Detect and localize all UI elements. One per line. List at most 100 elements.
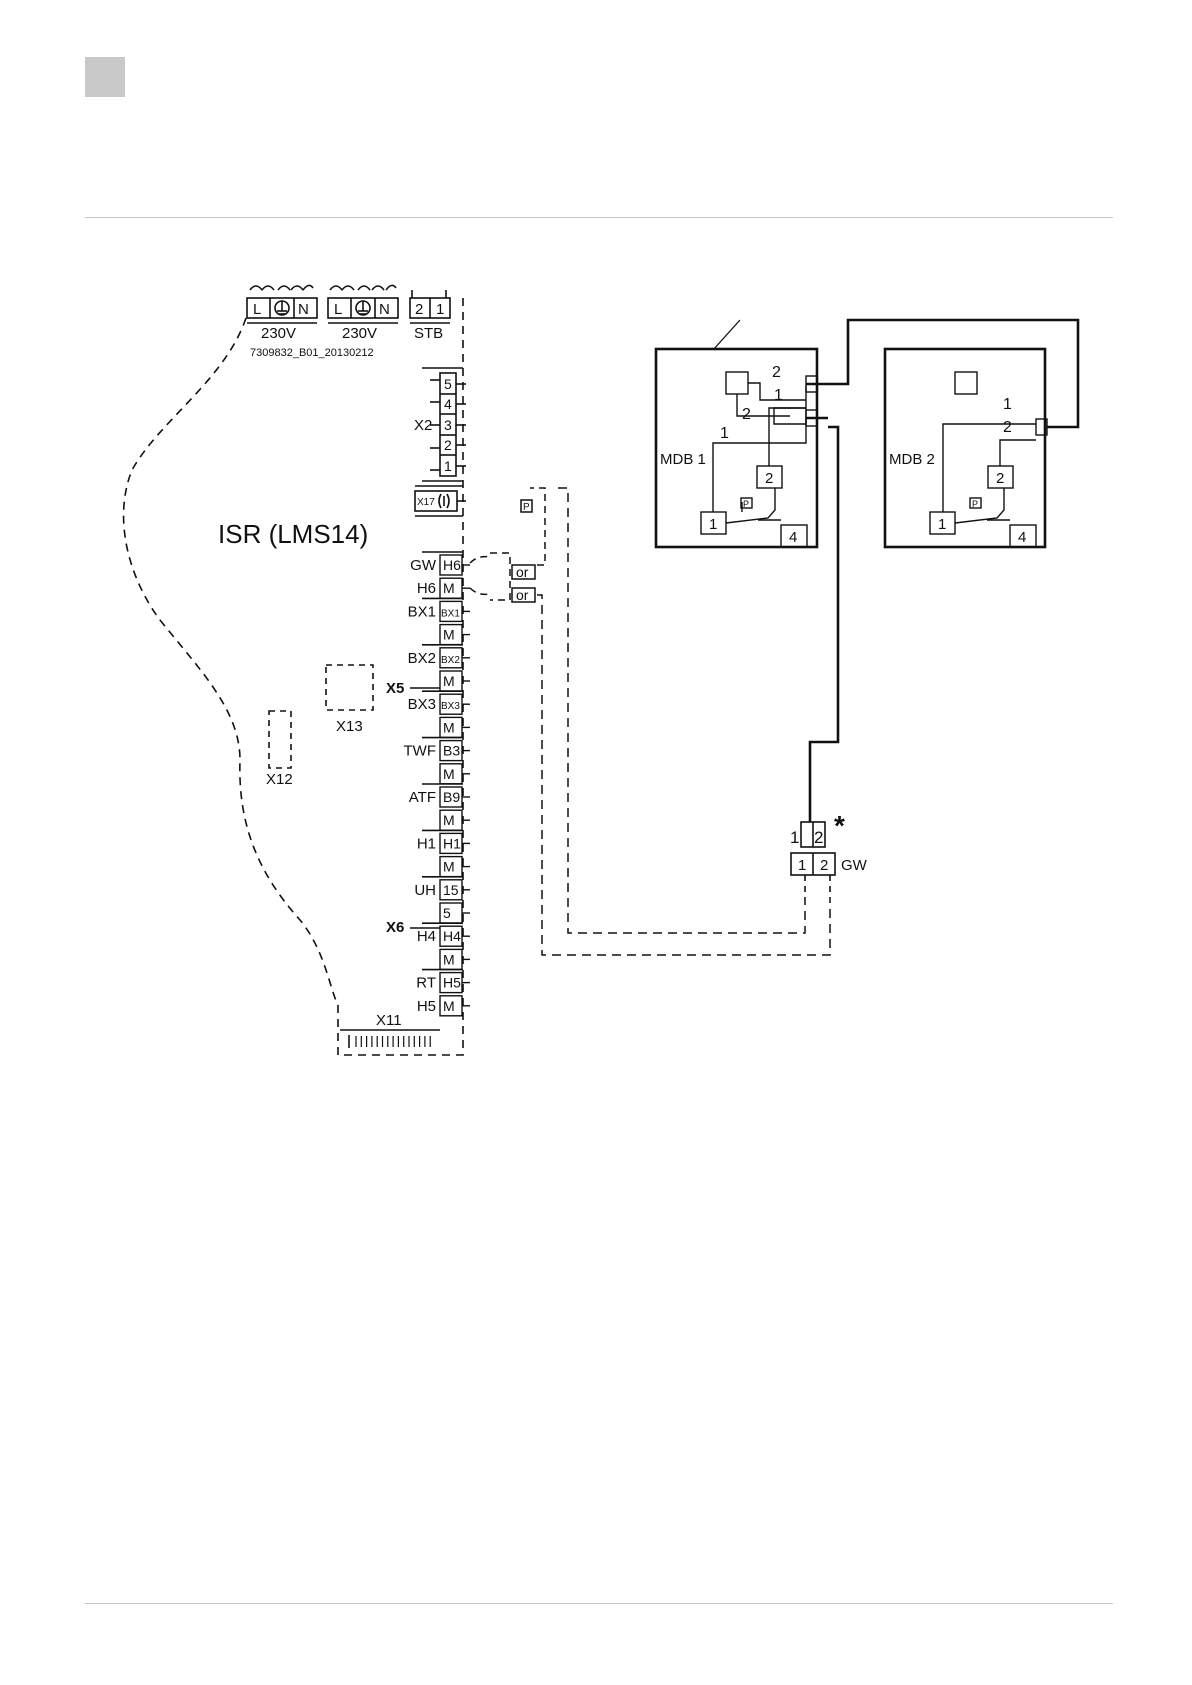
connector-name: H4 (417, 928, 436, 945)
pin-label: M (443, 998, 455, 1014)
x2-label: X2 (414, 417, 432, 434)
mains-right-pin-l: L (334, 301, 342, 318)
x12-label: X12 (266, 771, 293, 788)
pin-label: M (443, 673, 455, 689)
group-labels: X5 X6 X11 X12 X13 (266, 680, 404, 1029)
x11-connector (340, 1030, 440, 1048)
pin-label: M (443, 859, 455, 875)
pin-label: H1 (443, 835, 461, 851)
bus-mdb1-to-mdb2 (828, 320, 1078, 427)
pin-label: 15 (443, 882, 459, 898)
mains-left-pin-n: N (298, 301, 309, 318)
connector-name: RT (416, 975, 436, 992)
x2-pin-5: 5 (444, 376, 452, 392)
mdb1-jumper (726, 372, 748, 394)
connector-name: BX1 (408, 603, 436, 620)
pin-label: B9 (443, 789, 460, 805)
x2-pin-1: 1 (444, 458, 452, 474)
connector-name: BX3 (408, 696, 436, 713)
mdb1-terminal-label-4: 4 (789, 529, 797, 546)
mains-right-label: 230V (342, 325, 377, 342)
mdb1-wire-label-a: 2 (772, 364, 781, 381)
mdb2-jumper (955, 372, 977, 394)
mains-labels: L N 230V L N 230V 2 1 STB 7309832_B01_20… (250, 301, 444, 359)
gw-asterisk: * (834, 810, 845, 841)
mdb1-module (656, 320, 828, 547)
pin-label: BX1 (441, 608, 460, 619)
board-title: ISR (LMS14) (218, 519, 368, 549)
mains-right-pin-n: N (379, 301, 390, 318)
mdb2-frame (885, 349, 1045, 547)
board-outline-curve (124, 318, 338, 1005)
mdb1-wire-label-c: 2 (742, 406, 751, 423)
isr-board (124, 298, 463, 1055)
pin-label: M (443, 627, 455, 643)
pin-label: H4 (443, 928, 461, 944)
connector-name: ATF (409, 789, 436, 806)
mdb2-terminal-label-4: 4 (1018, 529, 1026, 546)
pin-label: M (443, 766, 455, 782)
mdb1-wire-label-d: 1 (720, 425, 729, 442)
gw-label: GW (841, 857, 868, 874)
mdb2-terminal-label-2: 2 (996, 470, 1004, 487)
dashed-cable-1 (558, 488, 805, 933)
x2-pin-3: 3 (444, 417, 452, 433)
dashed-cable-2 (537, 595, 830, 955)
mdb2-labels: MDB 2 1 2 4 1 2 P (889, 396, 1026, 546)
pin-label: B3 (443, 743, 460, 759)
connector-stack: H6GWMH6BX1BX1MBX2BX2MBX3BX3MB3TWFMB9ATFM… (404, 552, 470, 1016)
gw-upper-pin-1: 1 (790, 828, 799, 847)
connector-name: H6 (417, 580, 436, 597)
x2-block: 5 4 3 2 1 X2 (414, 368, 466, 481)
x17-label: X17 (417, 497, 435, 508)
mdb2-p-label: P (972, 499, 978, 509)
pin-label: M (443, 812, 455, 828)
mdb1-labels: MDB 1 1 2 4 2 1 2 1 P (660, 364, 797, 546)
pin-label: H6 (443, 557, 461, 573)
gw-upper-pin-2: 2 (814, 828, 823, 847)
x12-box (269, 711, 291, 768)
x13-box (326, 665, 373, 710)
mdb2-wire-label-b: 2 (1003, 419, 1012, 436)
x6-label: X6 (386, 919, 404, 936)
mdb2-module (885, 349, 1047, 547)
pin-label: BX3 (441, 701, 460, 712)
mdb1-terminal-label-1: 1 (709, 516, 717, 533)
pin-label: BX2 (441, 655, 460, 666)
mdb2-terminal-label-1: 1 (938, 516, 946, 533)
gw-lower-pin-1: 1 (798, 857, 806, 874)
mdb1-p-label: P (743, 499, 749, 509)
connector-name: BX2 (408, 650, 436, 667)
pin-label: M (443, 951, 455, 967)
mains-left-pin-l: L (253, 301, 261, 318)
mdb1-frame (656, 349, 817, 547)
pin-label: H5 (443, 975, 461, 991)
x2-pin-2: 2 (444, 437, 452, 453)
or-label-lower: or (516, 587, 529, 603)
mdb1-label: MDB 1 (660, 451, 706, 468)
x17-connector: X17 (415, 486, 466, 516)
connector-name: GW (410, 557, 437, 574)
bus-mdb1-to-gw (810, 427, 838, 822)
p-switch-label: P (523, 502, 530, 513)
board-serial: 7309832_B01_20130212 (250, 347, 374, 359)
stb-pin-2: 2 (415, 301, 423, 318)
mdb1-terminal-label-2: 2 (765, 470, 773, 487)
optional-links (470, 488, 830, 955)
connector-name: H5 (417, 998, 436, 1015)
connector-name: H1 (417, 835, 436, 852)
connector-name: UH (414, 882, 436, 899)
stb-pin-1: 1 (436, 301, 444, 318)
mdb2-label: MDB 2 (889, 451, 935, 468)
x5-label: X5 (386, 680, 404, 697)
mdb2-wire-label-a: 1 (1003, 396, 1012, 413)
pin-label: 5 (443, 905, 451, 921)
pin-label: M (443, 580, 455, 596)
stb-label: STB (414, 325, 443, 342)
mains-left-label: 230V (261, 325, 296, 342)
x13-label: X13 (336, 718, 363, 735)
pin-label: M (443, 719, 455, 735)
gw-lower-pin-2: 2 (820, 857, 828, 874)
